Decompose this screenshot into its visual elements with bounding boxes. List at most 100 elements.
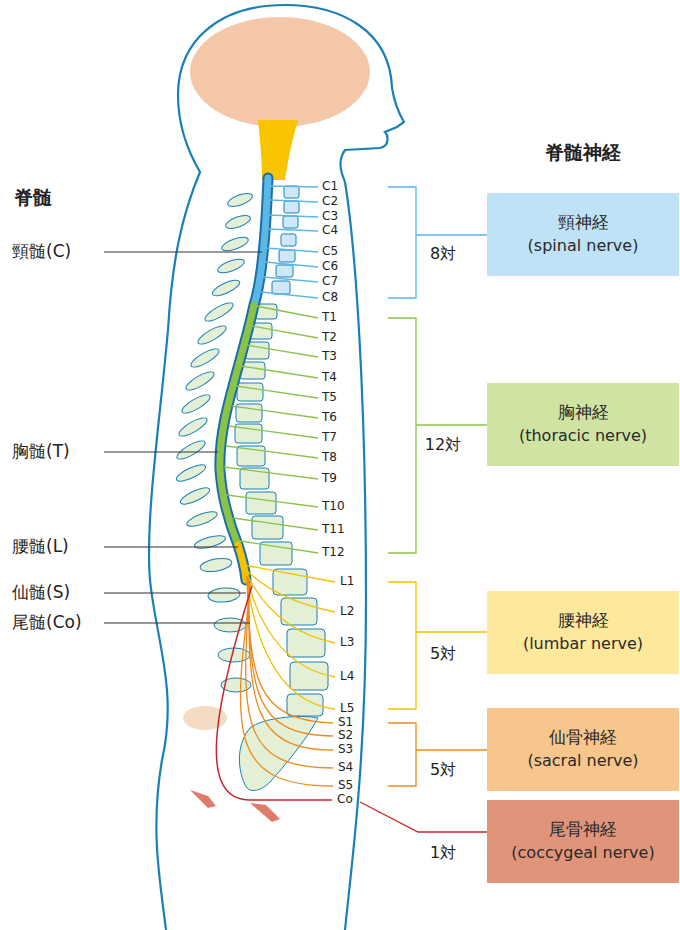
nerve-name-english: (lumbar nerve): [523, 633, 643, 655]
nerve-line: [247, 576, 333, 723]
coccyx-bone: [250, 803, 280, 822]
nerve-name: 腰神経: [558, 609, 609, 633]
nerve-box: 頸神経(spinal nerve): [487, 193, 679, 276]
nerve-name-english: (thoracic nerve): [519, 425, 647, 447]
vertebra: [272, 281, 290, 294]
spinous-process: [207, 587, 240, 604]
nerve-name-english: (coccygeal nerve): [511, 842, 654, 864]
thoracic-lumbar-vertebrae: [235, 304, 328, 791]
nerve-label: T10: [322, 500, 345, 514]
region-label: 腰髄(L): [12, 537, 69, 557]
nerve-label: S3: [338, 743, 353, 757]
pair-count: 1対: [430, 844, 456, 862]
spinous-process: [220, 235, 250, 254]
nerve-line: [256, 306, 318, 318]
nerve-line: [270, 186, 318, 187]
nerve-name: 尾骨神経: [549, 818, 617, 842]
nerve-label: S2: [338, 729, 353, 743]
body-outline: [149, 5, 404, 930]
nerve-label: C6: [322, 260, 338, 274]
nerve-label: S4: [338, 761, 353, 775]
spinous-process: [178, 485, 211, 508]
nerve-label: L1: [340, 575, 354, 589]
nerve-line: [229, 426, 318, 438]
nerve-name: 仙骨神経: [549, 726, 617, 750]
leader-lines: [104, 252, 262, 623]
bracket: [388, 187, 487, 298]
nerve-line: [269, 215, 318, 217]
nerve-line: [246, 574, 335, 709]
spinous-process: [189, 346, 222, 371]
nerve-line: [270, 200, 318, 202]
spinous-process: [196, 323, 229, 348]
spinous-process: [203, 300, 236, 325]
nerve-label: T12: [322, 546, 345, 560]
nerve-label: C7: [322, 275, 338, 289]
vertebra: [283, 216, 298, 228]
heading: 脊髄: [14, 187, 52, 209]
nerve-line: [224, 467, 318, 479]
spinous-process: [175, 438, 208, 463]
nerve-line: [240, 584, 333, 786]
cervical-cord: [254, 178, 268, 305]
nerve-label: C8: [322, 291, 338, 305]
nerve-label: T4: [322, 371, 337, 385]
lumbar-nerves: [244, 565, 335, 709]
cervical-nerves: [261, 186, 318, 298]
nerve-line: [245, 572, 335, 677]
spinous-process: [216, 257, 246, 276]
nerve-box: 尾骨神経(coccygeal nerve): [487, 800, 679, 883]
nerve-label: T8: [322, 451, 337, 465]
thoracic-nerves: [224, 306, 318, 553]
coccyx-bone: [190, 790, 216, 808]
nerve-label: T11: [322, 523, 345, 537]
vertebra: [290, 662, 328, 690]
nerve-line: [232, 406, 318, 418]
nerve-line: [236, 386, 318, 398]
nerve-line: [233, 518, 318, 530]
nerve-label: C3: [322, 210, 338, 224]
pair-count: 8対: [430, 245, 456, 263]
vertebra: [279, 250, 295, 262]
nerve-line: [244, 568, 335, 612]
spinous-process: [184, 369, 217, 394]
coccygeal-nerve: [216, 586, 332, 800]
spinous-process: [177, 415, 210, 440]
pair-count: 12対: [425, 436, 461, 454]
leader-line: [104, 452, 218, 453]
spinous-process: [226, 191, 254, 209]
nerve-label: S5: [338, 779, 353, 793]
nerve-label: L5: [340, 702, 354, 716]
vertebra: [237, 383, 263, 401]
nerve-line: [246, 345, 318, 357]
nerve-label: T6: [322, 411, 337, 425]
region-label: 頸髄(C): [12, 242, 71, 262]
nerve-line: [266, 248, 318, 252]
nerve-line: [240, 541, 318, 553]
sacral-nerves: [240, 576, 333, 786]
nerve-line: [241, 366, 318, 378]
spinous-process: [180, 392, 213, 417]
brain: [190, 17, 370, 127]
nerve-label: T1: [322, 311, 337, 325]
vertebra: [246, 492, 276, 514]
brainstem: [258, 120, 298, 180]
vertebra: [284, 186, 299, 198]
region-label: 仙髄(S): [12, 583, 70, 603]
nerve-label: S1: [338, 716, 353, 730]
nerve-line: [246, 582, 333, 768]
nerve-name-english: (sacral nerve): [527, 750, 638, 772]
region-label: 胸髄(T): [12, 442, 70, 462]
nerve-label: C5: [322, 245, 338, 259]
spinous-process: [193, 533, 226, 551]
nerve-line: [252, 326, 318, 338]
region-label: 尾髄(Co): [12, 613, 82, 633]
bracket: [388, 318, 487, 553]
bracket: [388, 723, 487, 786]
leader-line: [104, 252, 262, 253]
pair-count: 5対: [430, 761, 456, 779]
heading: 脊髄神経: [545, 142, 621, 164]
nerve-line: [226, 446, 318, 458]
nerve-line: [227, 495, 318, 507]
